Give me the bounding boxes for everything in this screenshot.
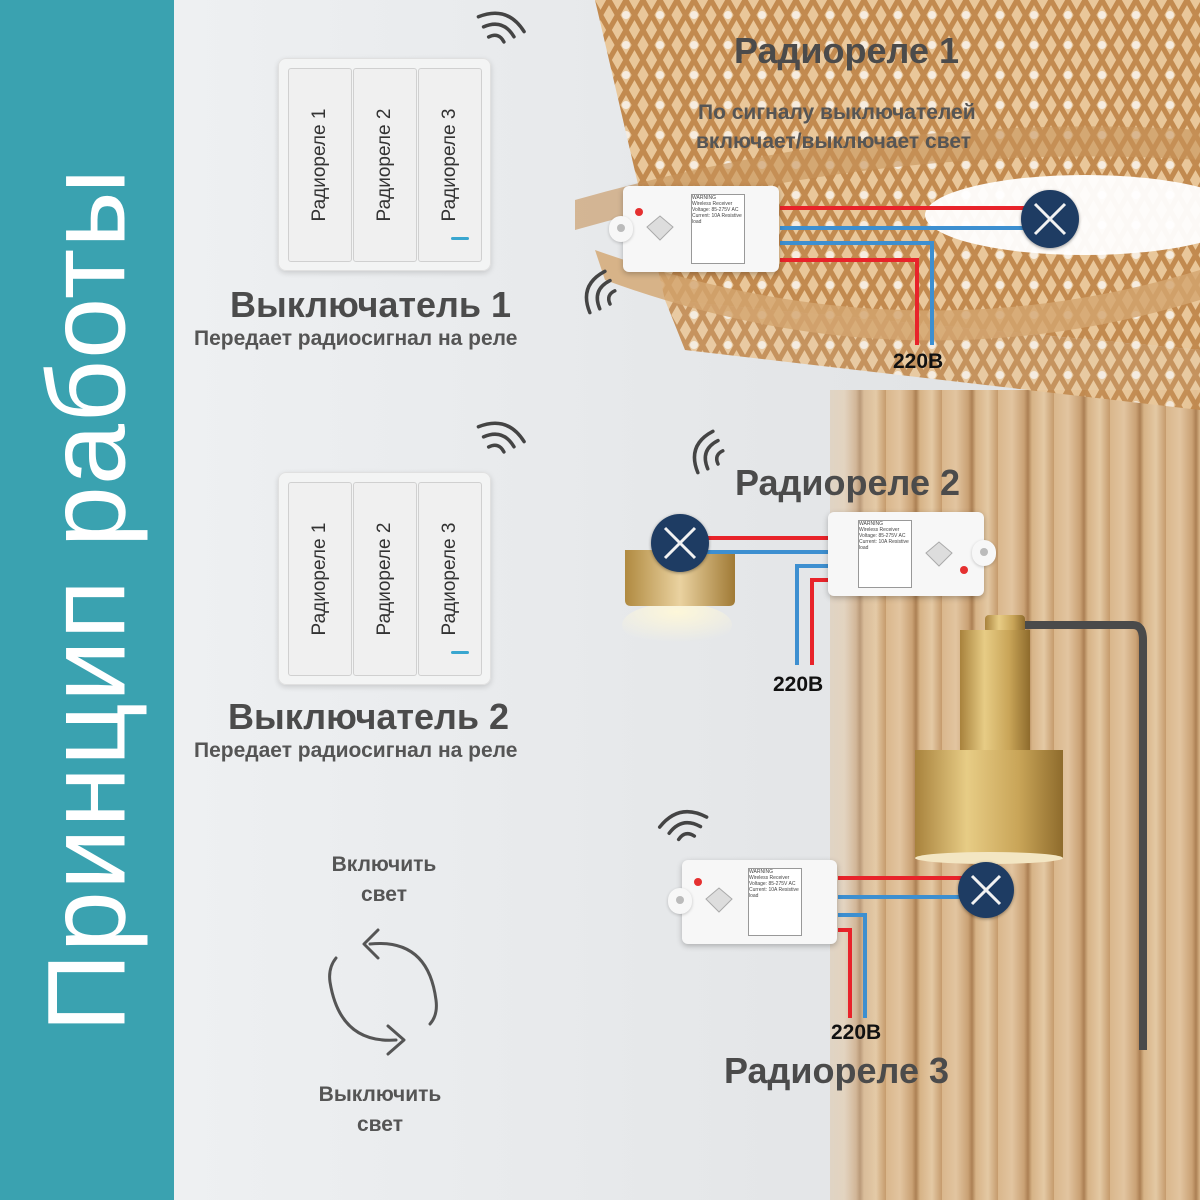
status-led bbox=[635, 208, 643, 216]
switch-2-key-1[interactable]: Радиореле 1 bbox=[288, 482, 352, 676]
relay-2-voltage-label: 220В bbox=[773, 673, 824, 696]
relay-1-description-line2: включает/выключает свет bbox=[696, 130, 972, 153]
relay-2-title: Радиореле 2 bbox=[735, 462, 960, 503]
mount-tab bbox=[972, 540, 996, 566]
wireless-signal-icon bbox=[476, 421, 526, 454]
neutral-wire bbox=[795, 564, 830, 665]
switch-2-subtitle: Передает радиосигнал на реле bbox=[194, 739, 518, 762]
switch-1-panel[interactable]: Радиореле 1 Радиореле 2 Радиореле 3 bbox=[278, 58, 491, 271]
lamp-1-icon bbox=[1021, 190, 1079, 248]
lamp-3-icon bbox=[958, 862, 1014, 918]
switch-1-key-2[interactable]: Радиореле 2 bbox=[353, 68, 417, 262]
relay-logo-icon bbox=[705, 887, 733, 913]
lamp-2-icon bbox=[651, 514, 709, 572]
switch-2-panel[interactable]: Радиореле 1 Радиореле 2 Радиореле 3 bbox=[278, 472, 491, 685]
neutral-wire bbox=[838, 913, 867, 1018]
gold-pendant-lamp-image bbox=[915, 615, 1147, 1050]
refresh-cycle-icon bbox=[328, 928, 438, 1056]
wireless-signal-icon bbox=[584, 269, 617, 315]
gold-wall-sconce-image bbox=[622, 550, 735, 647]
relay-1-voltage-label: 220В bbox=[893, 350, 944, 373]
live-wire bbox=[838, 928, 852, 1018]
mount-tab bbox=[609, 216, 633, 242]
relay-logo-icon bbox=[646, 215, 674, 241]
switch-1-key-3[interactable]: Радиореле 3 bbox=[418, 68, 482, 262]
switch-1-subtitle: Передает радиосигнал на реле bbox=[194, 327, 518, 350]
status-led bbox=[960, 566, 968, 574]
relay-1-description-line1: По сигналу выключателей bbox=[698, 101, 976, 124]
live-wire bbox=[780, 258, 919, 345]
wireless-signal-icon bbox=[476, 11, 526, 44]
live-wire bbox=[810, 578, 830, 665]
indicator-led bbox=[451, 651, 469, 654]
wireless-signal-icon bbox=[657, 809, 709, 842]
neutral-wire bbox=[780, 241, 934, 345]
indicator-led bbox=[451, 237, 469, 240]
switch-1-title: Выключатель 1 bbox=[230, 284, 512, 325]
relay-logo-icon bbox=[925, 541, 953, 567]
switch-1-key-1[interactable]: Радиореле 1 bbox=[288, 68, 352, 262]
mount-tab bbox=[668, 888, 692, 914]
switch-2-key-3[interactable]: Радиореле 3 bbox=[418, 482, 482, 676]
status-led bbox=[694, 878, 702, 886]
wireless-signal-icon bbox=[692, 429, 725, 475]
title-sidebar: Принцип работы bbox=[0, 0, 174, 1200]
relay-1-title: Радиореле 1 bbox=[734, 30, 959, 71]
switch-2-title: Выключатель 2 bbox=[228, 696, 510, 737]
relay-3-title: Радиореле 3 bbox=[724, 1050, 949, 1091]
switch-2-key-2[interactable]: Радиореле 2 bbox=[353, 482, 417, 676]
relay-3-voltage-label: 220В bbox=[831, 1021, 882, 1044]
